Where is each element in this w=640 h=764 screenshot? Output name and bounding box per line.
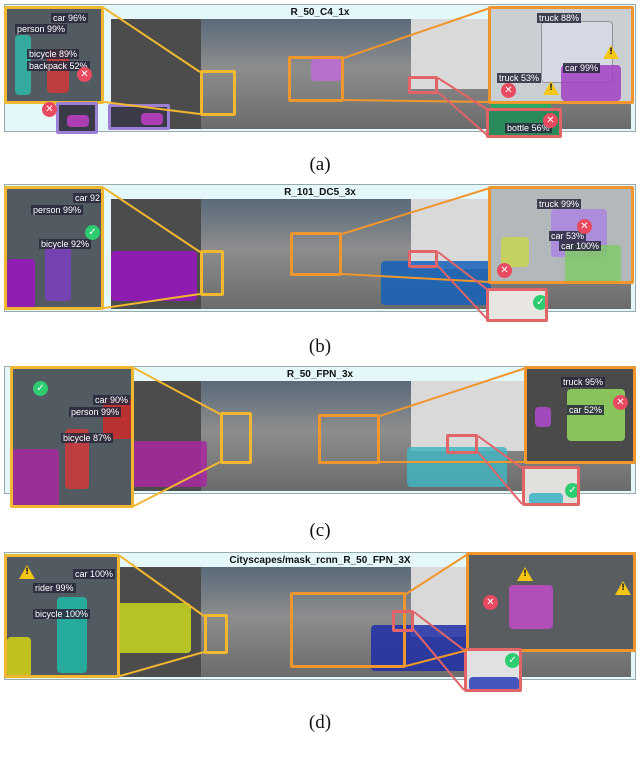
model-title: R_101_DC5_3x (284, 187, 356, 198)
det-label: car 52% (567, 405, 605, 415)
zoom-inset-small (108, 104, 170, 130)
zoom-inset-left: car 96% person 99% bicycle 89% backpack … (4, 6, 104, 104)
zoom-inset-left: car 92 person 99% bicycle 92% ✓ (4, 186, 104, 310)
det-label: car 100% (559, 241, 602, 251)
source-box (318, 414, 380, 464)
source-box (408, 250, 438, 268)
zoom-inset-mid: ✓ (486, 288, 548, 322)
model-title: Cityscapes/mask_rcnn_R_50_FPN_3X (229, 555, 411, 566)
source-box (200, 250, 224, 296)
model-title: R_50_FPN_3x (286, 369, 354, 380)
det-label: backpack 52% (27, 61, 90, 71)
det-label: truck 99% (537, 199, 582, 209)
x-circle-icon: ✕ (613, 395, 628, 410)
check-circle-icon: ✓ (505, 653, 519, 668)
subfigure-caption: (a) (309, 154, 331, 175)
subfigure-caption: (b) (308, 336, 332, 357)
source-box (408, 76, 438, 94)
warning-triangle-icon: ! (543, 81, 559, 95)
zoom-inset-right: truck 95% car 52% ✕ (524, 366, 636, 464)
source-box (290, 232, 342, 276)
x-circle-icon: ✕ (42, 102, 57, 117)
zoom-inset-mid: ✓ (464, 648, 522, 692)
source-box (290, 592, 406, 668)
det-label: person 99% (69, 407, 122, 417)
det-label: bicycle 89% (27, 49, 80, 59)
source-box (446, 434, 478, 454)
warning-triangle-icon: ! (517, 567, 533, 581)
zoom-inset-right: truck 99% car 53% car 100% ✕ ✕ (488, 186, 634, 284)
det-label: car 90% (93, 395, 131, 405)
source-box (392, 610, 414, 632)
det-label: bottle 56% (505, 123, 552, 133)
source-box (204, 614, 228, 654)
zoom-inset-mid: bottle 56% ✕ (486, 108, 562, 138)
source-box (220, 412, 252, 464)
det-label: car 92 (73, 193, 101, 203)
det-label: car 96% (51, 13, 89, 23)
zoom-inset-right: ! ! ✕ (466, 552, 636, 652)
det-label: truck 88% (537, 13, 582, 23)
warning-triangle-icon: ! (615, 581, 631, 595)
subfigure-caption: (d) (308, 712, 332, 733)
x-circle-icon: ✕ (497, 263, 512, 278)
det-label: bicycle 92% (39, 239, 92, 249)
det-label: person 99% (31, 205, 84, 215)
det-label: car 100% (73, 569, 116, 579)
zoom-inset-right: truck 88% car 99% truck 53% ! ! ✕ (488, 6, 634, 104)
source-box (288, 56, 344, 102)
det-label: bicycle 87% (61, 433, 114, 443)
det-label: truck 95% (561, 377, 606, 387)
det-label: person 99% (15, 24, 68, 34)
x-circle-icon: ✕ (577, 219, 592, 234)
x-circle-icon: ✕ (543, 113, 558, 128)
source-box (200, 70, 236, 116)
det-label: car 53% (549, 231, 587, 241)
check-circle-icon: ✓ (85, 225, 100, 240)
warning-triangle-icon: ! (19, 565, 35, 579)
det-label: rider 99% (33, 583, 76, 593)
warning-triangle-icon: ! (603, 45, 619, 59)
zoom-inset-mid: ✓ (522, 466, 580, 506)
det-label: bicycle 100% (33, 609, 91, 619)
check-circle-icon: ✓ (533, 295, 545, 310)
det-label: truck 53% (497, 73, 542, 83)
zoom-inset-left: car 90% person 99% bicycle 87% ✓ (10, 366, 134, 508)
x-circle-icon: ✕ (483, 595, 498, 610)
x-circle-icon: ✕ (77, 67, 92, 82)
zoom-inset-small (56, 102, 98, 134)
x-circle-icon: ✕ (501, 83, 516, 98)
zoom-inset-left: car 100% rider 99% bicycle 100% ! (4, 554, 120, 678)
model-title: R_50_C4_1x (290, 7, 350, 18)
check-circle-icon: ✓ (33, 381, 48, 396)
subfigure-caption: (c) (309, 520, 331, 541)
det-label: car 99% (563, 63, 601, 73)
check-circle-icon: ✓ (565, 483, 577, 498)
